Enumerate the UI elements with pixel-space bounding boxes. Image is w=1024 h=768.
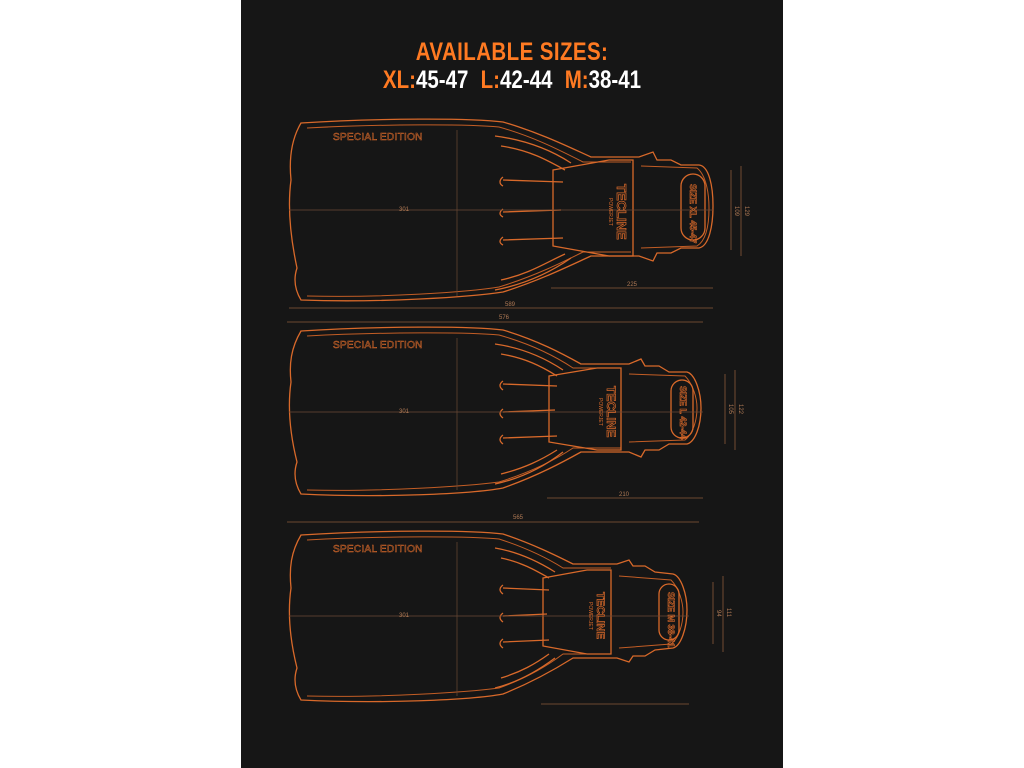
heel-strap: [680, 173, 706, 241]
size-m-label: M:: [564, 66, 589, 94]
size-m-range: 38-41: [588, 66, 642, 94]
fin-outline-inner: [306, 124, 631, 297]
fin-outline: [288, 530, 688, 703]
dim-blade: 301: [399, 207, 410, 213]
dim-outer: 122: [737, 404, 743, 415]
fin-ribs: [499, 584, 550, 649]
brand-logo: TECLINE: [614, 184, 629, 240]
header-title: AVAILABLE SIZES:: [415, 38, 609, 66]
fin-rail-bottom: [494, 253, 572, 291]
edition-label: SPECIAL EDITION: [333, 544, 423, 555]
dim-outer: 111: [725, 608, 731, 618]
dim-outer: 129: [743, 206, 749, 217]
dim-inner: 94: [715, 610, 721, 617]
fin-rail-bottom: [494, 449, 564, 485]
fin-rail-top: [494, 135, 572, 171]
foot-pocket: [552, 159, 634, 257]
fin-xl: SPECIAL EDITION TECLINE POWERJET SIZE XL…: [288, 118, 749, 309]
fin-ribs: [499, 176, 564, 246]
fin-rail-top: [494, 547, 556, 579]
fin-drawings: SPECIAL EDITION TECLINE POWERJET SIZE XL…: [287, 118, 749, 705]
dim-inner: 109: [733, 206, 739, 217]
heel-size-label: SIZE L 42-44: [678, 386, 688, 439]
model-label: POWERJET: [597, 398, 603, 426]
heel-strap: [658, 583, 680, 641]
heel-size-label: SIZE M 38-41: [666, 592, 676, 648]
dim-foot: 210: [619, 492, 630, 498]
dim-blade: 301: [399, 409, 410, 415]
fin-m: SPECIAL EDITION TECLINE POWERJET SIZE M …: [287, 515, 731, 705]
size-list: XL:45-47 L:42-44 M:38-41: [290, 66, 734, 94]
size-xl-range: 45-47: [415, 66, 469, 94]
fin-l: SPECIAL EDITION TECLINE POWERJET SIZE L …: [287, 315, 743, 499]
foot-pocket-inner: [640, 165, 710, 249]
size-xl-label: XL:: [382, 66, 416, 94]
model-label: POWERJET: [607, 198, 613, 226]
poster: AVAILABLE SIZES: XL:45-47 L:42-44 M:38-4…: [241, 0, 783, 768]
brand-logo: TECLINE: [594, 592, 606, 639]
heel-size-label: SIZE XL 45-47: [688, 184, 698, 243]
heel-strap: [670, 379, 694, 439]
foot-pocket: [548, 367, 622, 451]
fin-ribs: [499, 380, 558, 445]
dim-inner: 105: [727, 404, 733, 415]
fin-outline-inner: [306, 536, 611, 697]
edition-label: SPECIAL EDITION: [333, 340, 423, 351]
fin-outline: [288, 326, 702, 497]
size-l-label: L:: [480, 66, 501, 94]
dim-total: 565: [513, 515, 524, 521]
fin-rail-top: [494, 343, 564, 377]
header: AVAILABLE SIZES: XL:45-47 L:42-44 M:38-4…: [290, 38, 734, 94]
fin-outline-inner: [306, 332, 621, 491]
fin-outline: [288, 118, 714, 302]
dim-total: 576: [499, 315, 510, 321]
dim-foot: 225: [627, 282, 638, 288]
edition-label: SPECIAL EDITION: [333, 132, 423, 143]
model-label: POWERJET: [587, 602, 593, 630]
dim-blade: 301: [399, 613, 410, 619]
dim-total: 589: [505, 302, 516, 308]
size-l-range: 42-44: [500, 66, 553, 94]
fin-rail-bottom: [494, 653, 556, 689]
foot-pocket: [542, 569, 612, 655]
brand-logo: TECLINE: [604, 386, 618, 437]
